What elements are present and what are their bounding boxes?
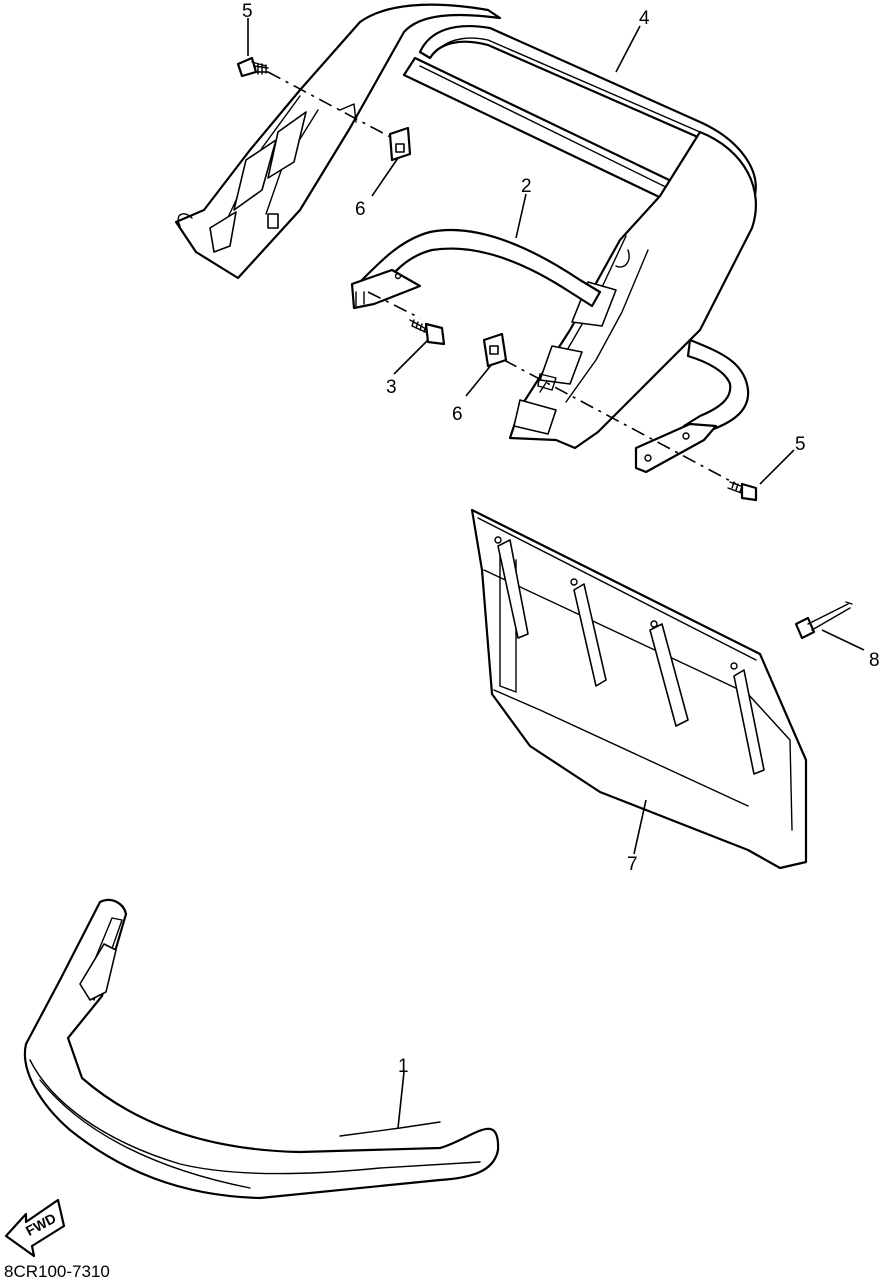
callout-5-upper: 5 xyxy=(242,1,253,22)
callout-labels: 4 5 6 2 3 6 5 8 7 1 xyxy=(242,1,880,1077)
part-1-front-bumper xyxy=(23,898,500,1200)
part-4-rear-grab-frame xyxy=(174,3,757,450)
callout-4: 4 xyxy=(639,8,650,29)
leader-lines xyxy=(247,18,865,1129)
callout-3: 3 xyxy=(386,377,397,398)
part-7-mud-flap xyxy=(470,508,808,870)
callout-5-lower: 5 xyxy=(795,434,806,455)
assembly-lines xyxy=(267,71,737,485)
part-2-lower-frame xyxy=(350,228,750,474)
callout-8: 8 xyxy=(869,650,880,671)
clip-nut-6-middle xyxy=(482,332,508,368)
rivet-8 xyxy=(794,601,853,640)
callout-6-upper: 6 xyxy=(355,199,366,220)
callout-1: 1 xyxy=(398,1056,409,1077)
bolt-3 xyxy=(409,319,446,346)
clip-nut-6-upper xyxy=(388,126,412,162)
bolt-5-upper xyxy=(236,56,269,78)
fwd-direction-arrow: FWD xyxy=(4,1198,66,1258)
callout-2: 2 xyxy=(521,176,532,197)
bolt-5-lower xyxy=(727,481,758,502)
callout-6-middle: 6 xyxy=(452,404,463,425)
drawing-code: 8CR100-7310 xyxy=(4,1262,110,1281)
callout-7: 7 xyxy=(627,854,638,875)
